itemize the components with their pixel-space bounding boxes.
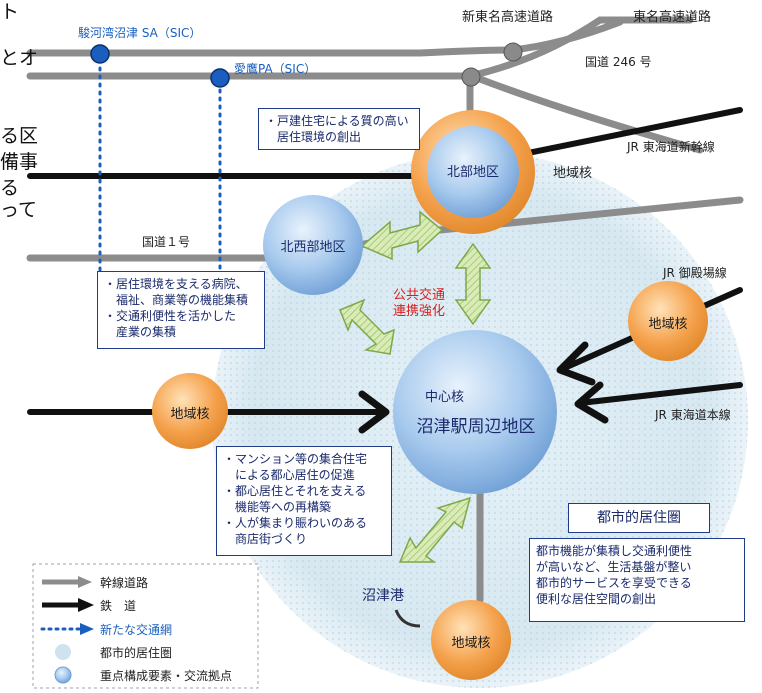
port-icon [394, 609, 421, 628]
arrow-north-northwest [360, 210, 444, 261]
urban-sphere-description: 都市機能が集積し交通利便性 が高いなど、生活基盤が整い 都市的サービスを享受でき… [529, 538, 745, 622]
label-tomei: 東名高速道路 [633, 10, 712, 25]
arrow-north-center [454, 242, 492, 326]
arrow-northwest-center [339, 298, 395, 355]
northwest-district-core [263, 195, 363, 295]
central-core [393, 330, 557, 494]
cut-off-text-line: る区 [0, 125, 39, 147]
legend-new-route-label: 新たな交通網 [100, 623, 173, 637]
label-north-district: 北部地区 [446, 165, 499, 180]
label-shin-tomei: 新東名高速道路 [462, 10, 554, 25]
arrow-center-port [398, 496, 472, 563]
label-tokaido-line: JR 東海道本線 [655, 408, 731, 422]
arrowhead-northeast [556, 341, 596, 386]
legend-sphere-label: 都市的居住圏 [100, 646, 173, 660]
label-surugawan-sa: 駿河湾沼津 SA（SIC） [78, 26, 202, 40]
label-east-regional-core: 地域核 [648, 317, 688, 332]
cut-off-text-line: とオ [0, 47, 39, 69]
label-public-transport: 公共交通 連携強化 [392, 288, 445, 319]
label-numazu-port: 沼津港 [362, 588, 404, 604]
legend-road-label: 幹線道路 [100, 576, 149, 590]
legend-rail-label: 鉄 道 [100, 599, 137, 613]
route-246-east [468, 72, 704, 154]
cut-off-text-line: って [0, 199, 38, 221]
ic-markers [90, 44, 230, 88]
regional-cores [152, 281, 708, 680]
label-shinkansen: JR 東海道新幹線 [627, 140, 715, 154]
label-ashitaka-pa: 愛鷹PA（SIC） [234, 62, 317, 76]
label-numazu-station-area: 沼津駅周辺地区 [416, 417, 536, 437]
legend [32, 563, 259, 689]
label-north-regional-core: 地域核 [553, 166, 593, 181]
interchange-nodes [461, 42, 523, 87]
central-core-description: ・マンション等の集合住宅 による都心居住の促進 ・都心居住とそれを支える 機能等… [216, 446, 392, 556]
new-transport-routes [98, 58, 222, 280]
cut-off-text-line: 備事 [0, 151, 39, 173]
connection-arrows [339, 210, 492, 563]
northwest-district-description: ・居住環境を支える病院、 福祉、商業等の機能集積 ・交通利便性を活かした 産業の… [97, 271, 265, 349]
label-route-246: 国道 246 号 [585, 55, 652, 69]
tokaido-east [577, 382, 743, 406]
label-central-core: 中心核 [425, 390, 465, 405]
urban-sphere-title: 都市的居住圏 [568, 503, 710, 533]
rail-arrowheads [358, 341, 609, 434]
arrowhead-west [358, 390, 390, 434]
arrowhead-east [574, 381, 609, 424]
label-route-1: 国道１号 [142, 235, 191, 249]
cut-off-text-line: る [0, 177, 20, 199]
label-northwest-district: 北西部地区 [280, 240, 346, 255]
legend-node-label: 重点構成要素・交流拠点 [100, 669, 233, 683]
label-south-regional-core: 地域核 [451, 636, 491, 651]
cut-off-text-line: ト [0, 1, 20, 23]
north-district-description: ・戸建住宅による質の高い 居住環境の創出 [258, 108, 420, 150]
label-west-regional-core: 地域核 [170, 407, 210, 422]
label-gotemba-line: JR 御殿場線 [663, 266, 727, 280]
north-district-core [411, 110, 535, 234]
